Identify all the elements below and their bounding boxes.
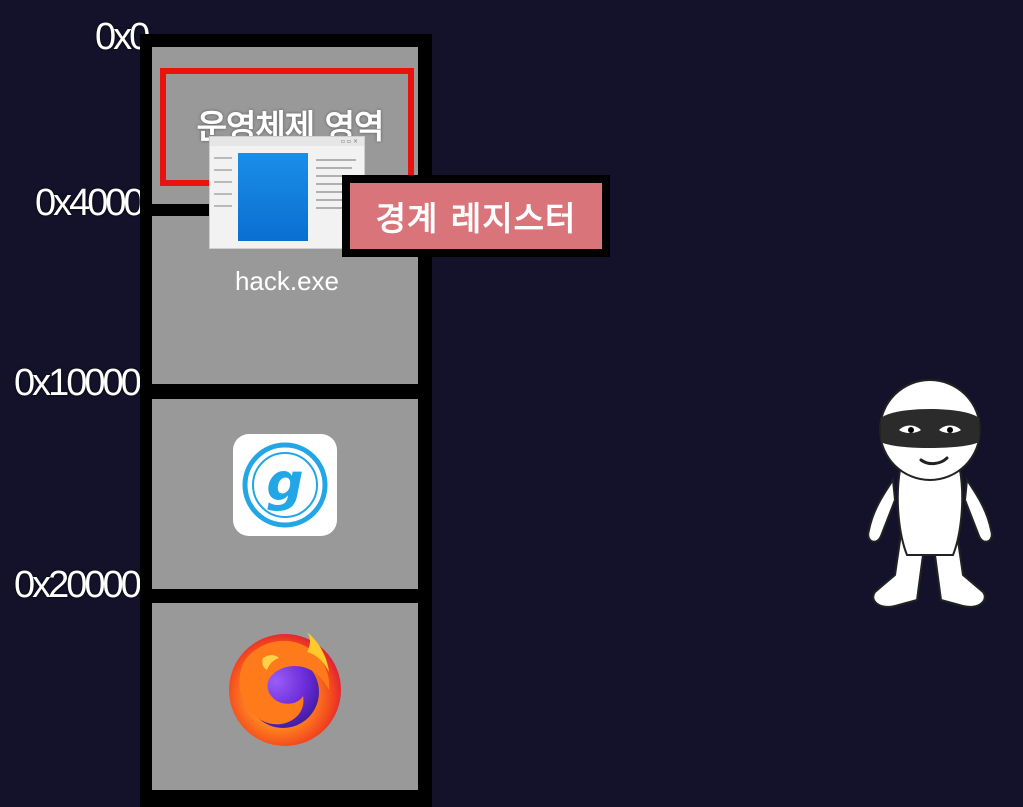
content-line — [316, 159, 356, 161]
hacker-character — [867, 379, 993, 608]
content-line — [316, 207, 356, 209]
register-fill: 경계 레지스터 — [350, 183, 602, 249]
firefox-icon[interactable] — [223, 624, 347, 750]
boundary-register-badge: 경계 레지스터 — [342, 175, 610, 257]
content-line — [316, 199, 352, 201]
hack-file-label: hack.exe — [234, 266, 340, 296]
window-titlebar: ▫▫× — [210, 137, 364, 146]
sidebar-line — [214, 205, 232, 207]
sidebar-line — [214, 181, 232, 183]
svg-text:g: g — [266, 453, 303, 513]
content-line — [316, 167, 352, 169]
window-file-icon[interactable]: ▫▫× — [209, 136, 365, 249]
gom-app-icon[interactable]: g — [233, 434, 337, 536]
window-controls-icon: ▫▫× — [340, 138, 360, 145]
sidebar-line — [214, 193, 232, 195]
gom-logo-icon: g — [242, 442, 328, 528]
address-0x20000: 0x20000 — [14, 564, 142, 606]
content-line — [316, 191, 356, 193]
window-content-blue — [238, 153, 308, 241]
content-line — [316, 183, 348, 185]
content-line — [316, 175, 356, 177]
sidebar-line — [214, 157, 232, 159]
address-0x10000: 0x10000 — [14, 362, 142, 404]
boundary-register-label: 경계 레지스터 — [375, 199, 577, 238]
sidebar-line — [214, 169, 232, 171]
address-0x4000: 0x4000 — [35, 182, 145, 224]
